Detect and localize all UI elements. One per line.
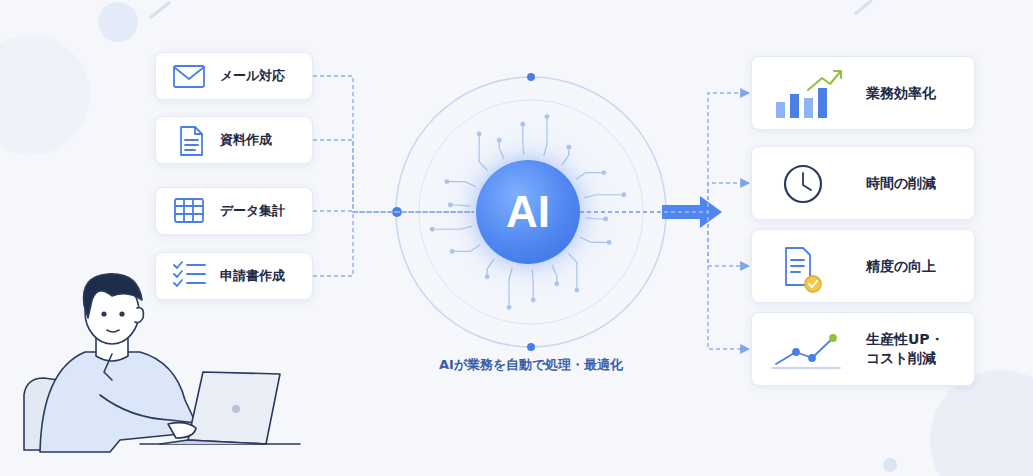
result-box: 生産性UP・ コスト削減 <box>751 312 975 386</box>
circuit-dot <box>485 274 490 279</box>
node-label: メール対応 <box>220 67 285 85</box>
circuit-dot <box>554 281 559 286</box>
circuit-trace <box>479 134 487 171</box>
circuit-trace <box>450 205 470 206</box>
result-box: 業務効率化 <box>751 56 975 130</box>
circuit-trace <box>509 268 512 308</box>
flow-connector <box>580 183 749 212</box>
ring-dot <box>527 343 535 351</box>
circuit-trace <box>532 270 534 300</box>
circuit-dot <box>477 131 482 136</box>
circuit-dot <box>531 297 536 302</box>
flow-connector <box>313 76 474 212</box>
result-box: 精度の向上 <box>751 229 975 303</box>
circuit-dot <box>545 114 550 119</box>
node-label: 申請書作成 <box>220 267 285 285</box>
circuit-trace <box>432 226 472 229</box>
task-box: 資料作成 <box>155 116 313 164</box>
corner-dot <box>883 458 897 472</box>
flow-connector <box>580 212 749 266</box>
circuit-trace <box>452 245 480 252</box>
circuit-dot <box>601 170 606 175</box>
flow-connector <box>313 212 474 276</box>
result-box: 時間の削減 <box>751 146 975 220</box>
ring-dot <box>527 73 535 81</box>
circuit-dot <box>520 122 525 127</box>
corner-stroke <box>855 0 872 14</box>
circuit-dot <box>445 179 450 184</box>
circuit-trace <box>568 254 576 291</box>
flow-connector <box>580 212 749 349</box>
circuit-trace <box>487 259 494 277</box>
corner-bubble <box>0 35 90 155</box>
circuit-dot <box>621 192 626 197</box>
circuit-dot <box>566 145 571 150</box>
task-box: データ集計 <box>155 187 313 235</box>
node-label: 生産性UP・ コスト削減 <box>866 330 950 368</box>
circuit-trace <box>584 195 624 198</box>
circuit-trace <box>499 140 504 159</box>
node-label: 時間の削減 <box>866 174 936 193</box>
flow-connector <box>313 140 474 212</box>
circuit-dot <box>448 203 453 208</box>
circuit-dot <box>507 305 512 310</box>
node-label: 資料作成 <box>220 131 272 149</box>
task-box: 申請書作成 <box>155 252 313 300</box>
corner-bubble <box>98 2 138 42</box>
circuit-trace <box>544 117 547 157</box>
person-illustration <box>24 274 300 452</box>
circuit-dot <box>603 217 608 222</box>
circuit-trace <box>580 237 609 242</box>
circuit-trace <box>447 182 476 187</box>
node-label: 精度の向上 <box>866 257 936 276</box>
circuit-dot <box>497 138 502 143</box>
circuit-trace <box>576 173 604 180</box>
task-box: メール対応 <box>155 52 313 100</box>
circuit-trace <box>522 124 524 154</box>
ai-core-circle: AI <box>476 160 580 264</box>
flow-connector <box>580 93 749 212</box>
flow-connector <box>313 211 474 212</box>
node-label: データ集計 <box>220 202 285 220</box>
circuit-dot <box>450 249 455 254</box>
node-label: AI <box>506 182 550 241</box>
circuit-dot <box>430 227 435 232</box>
circuit-trace <box>586 218 606 219</box>
circuit-trace <box>562 147 569 165</box>
circuit-trace <box>552 265 557 284</box>
corner-stroke <box>150 2 170 18</box>
circuit-dot <box>607 240 612 245</box>
caption-label: AIが業務を自動で処理・最適化 <box>401 356 661 374</box>
node-label: 業務効率化 <box>866 84 936 103</box>
circuit-dot <box>574 288 579 293</box>
